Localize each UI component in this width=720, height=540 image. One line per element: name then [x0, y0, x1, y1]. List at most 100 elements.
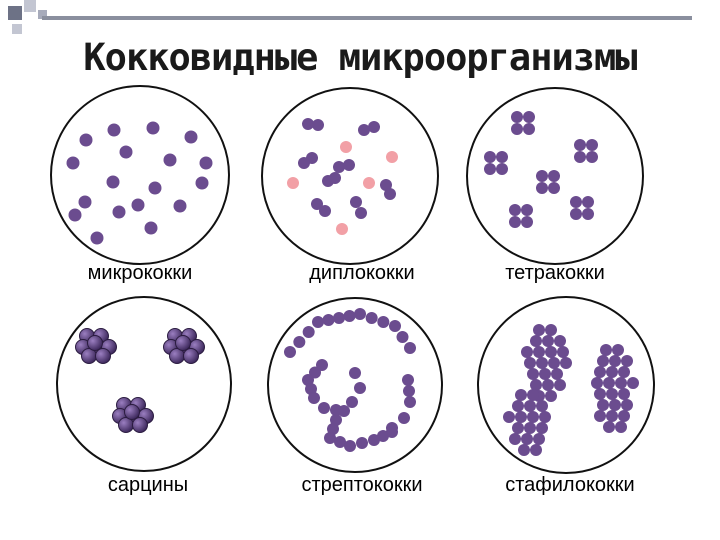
label-diplococci: диплококки	[309, 262, 415, 284]
coccus-cell	[112, 205, 126, 219]
diplococcus-cell	[329, 172, 341, 184]
staphylococcus-cell	[594, 410, 606, 422]
staphylococcus-cell	[530, 335, 542, 347]
tetracoccus-cell	[574, 151, 586, 163]
tetracoccus-cell	[521, 204, 533, 216]
staphylococcus-cell	[551, 368, 563, 380]
staphylococcus-cell	[524, 422, 536, 434]
staphylococcus-cell	[542, 379, 554, 391]
streptococcus-cell	[377, 316, 390, 328]
streptococcus-cell	[333, 312, 345, 324]
diplococcus-cell	[302, 118, 314, 130]
corner-decoration	[0, 0, 60, 40]
staphylococcus-cell	[621, 399, 633, 411]
streptococcus-cell	[349, 367, 361, 379]
staphylococcus-cell	[594, 366, 606, 378]
streptococcus-cell	[404, 396, 416, 408]
cells-streptococci	[284, 308, 416, 452]
staphylococcus-cell	[539, 368, 551, 380]
streptococcus-cell	[324, 432, 336, 444]
tetracoccus-cell	[523, 123, 535, 135]
staphylococcus-cell	[530, 444, 542, 456]
staphylococcus-cell	[536, 400, 548, 412]
coccus-cell	[119, 145, 133, 159]
staphylococcus-cell	[554, 335, 566, 347]
streptococcus-cell	[389, 320, 401, 332]
coccus-cell	[66, 156, 80, 170]
streptococcus-cell	[338, 405, 350, 417]
coccus-cell	[90, 231, 104, 245]
page-title: Кокковидные микроорганизмы	[83, 36, 637, 79]
staphylococcus-cell	[615, 377, 627, 389]
staphylococcus-cell	[545, 324, 557, 336]
staphylococcus-cell	[533, 433, 545, 445]
staphylococcus-cell	[548, 357, 560, 369]
streptococcus-cell	[308, 392, 320, 404]
diplococcus-cell	[319, 205, 331, 217]
diplococcus-pink-cell	[287, 177, 299, 189]
coccus-cell	[106, 175, 120, 189]
streptococcus-cell	[377, 430, 389, 442]
coccus-cell	[163, 153, 177, 167]
coccus-cell	[146, 121, 160, 135]
streptococcus-cell	[312, 316, 324, 328]
tetracoccus-cell	[496, 163, 508, 175]
panel-circle-diplococci	[261, 87, 439, 265]
header-divider	[42, 16, 692, 20]
tetracoccus-cell	[586, 151, 598, 163]
diplococcus-cell	[311, 198, 323, 210]
staphylococcus-cell	[536, 357, 548, 369]
label-staphylococci: стафилококки	[505, 474, 635, 496]
staphylococcus-cell	[527, 411, 539, 423]
staphylococcus-cell	[603, 377, 615, 389]
sarcina-cell	[95, 348, 111, 364]
staphylococcus-cell	[524, 357, 536, 369]
tetracoccus-cell	[536, 182, 548, 194]
streptococcus-cell	[403, 385, 415, 397]
coccus-cell	[131, 198, 145, 212]
streptococcus-cell	[293, 336, 306, 348]
diplococcus-cell	[333, 161, 345, 173]
staphylococcus-cell	[627, 377, 639, 389]
staphylococcus-cell	[597, 355, 609, 367]
diplococcus-cell	[306, 152, 318, 164]
staphylococcus-cell	[515, 411, 527, 423]
streptococcus-cell	[302, 326, 315, 338]
streptococcus-cell	[404, 342, 416, 354]
staphylococcus-cell	[503, 411, 515, 423]
coccus-cell	[199, 156, 213, 170]
tetracoccus-cell	[582, 208, 594, 220]
streptococcus-cell	[284, 346, 296, 358]
cells-sarcina	[75, 328, 205, 433]
coccus-cell	[107, 123, 121, 137]
streptococcus-cell	[396, 331, 409, 343]
staphylococcus-cell	[545, 390, 557, 402]
tetracoccus-cell	[548, 170, 560, 182]
streptococcus-cell	[346, 396, 358, 408]
tetracoccus-cell	[484, 163, 496, 175]
coccus-cell	[144, 221, 158, 235]
label-micrococci: микрококки	[87, 262, 193, 284]
sarcina-cell	[183, 348, 199, 364]
streptococcus-cell	[316, 359, 328, 371]
tetracoccus-cell	[484, 151, 496, 163]
tetracoccus-cell	[548, 182, 560, 194]
streptococcus-cell	[402, 374, 414, 386]
streptococcus-cell	[368, 434, 380, 446]
staphylococcus-cell	[560, 357, 572, 369]
streptococcus-cell	[386, 422, 398, 434]
tetracoccus-cell	[582, 196, 594, 208]
staphylococcus-cell	[606, 366, 618, 378]
coccus-cell	[68, 208, 82, 222]
diplococcus-pink-cell	[386, 151, 398, 163]
coccus-cell	[184, 130, 198, 144]
staphylococcus-cell	[542, 335, 554, 347]
streptococcus-cell	[398, 412, 410, 424]
staphylococcus-cell	[521, 433, 533, 445]
staphylococcus-cell	[609, 355, 621, 367]
tetracoccus-cell	[523, 111, 535, 123]
cells-diplococci	[287, 118, 398, 235]
staphylococcus-cell	[539, 411, 551, 423]
coccus-cell	[173, 199, 187, 213]
staphylococcus-cell	[521, 346, 533, 358]
